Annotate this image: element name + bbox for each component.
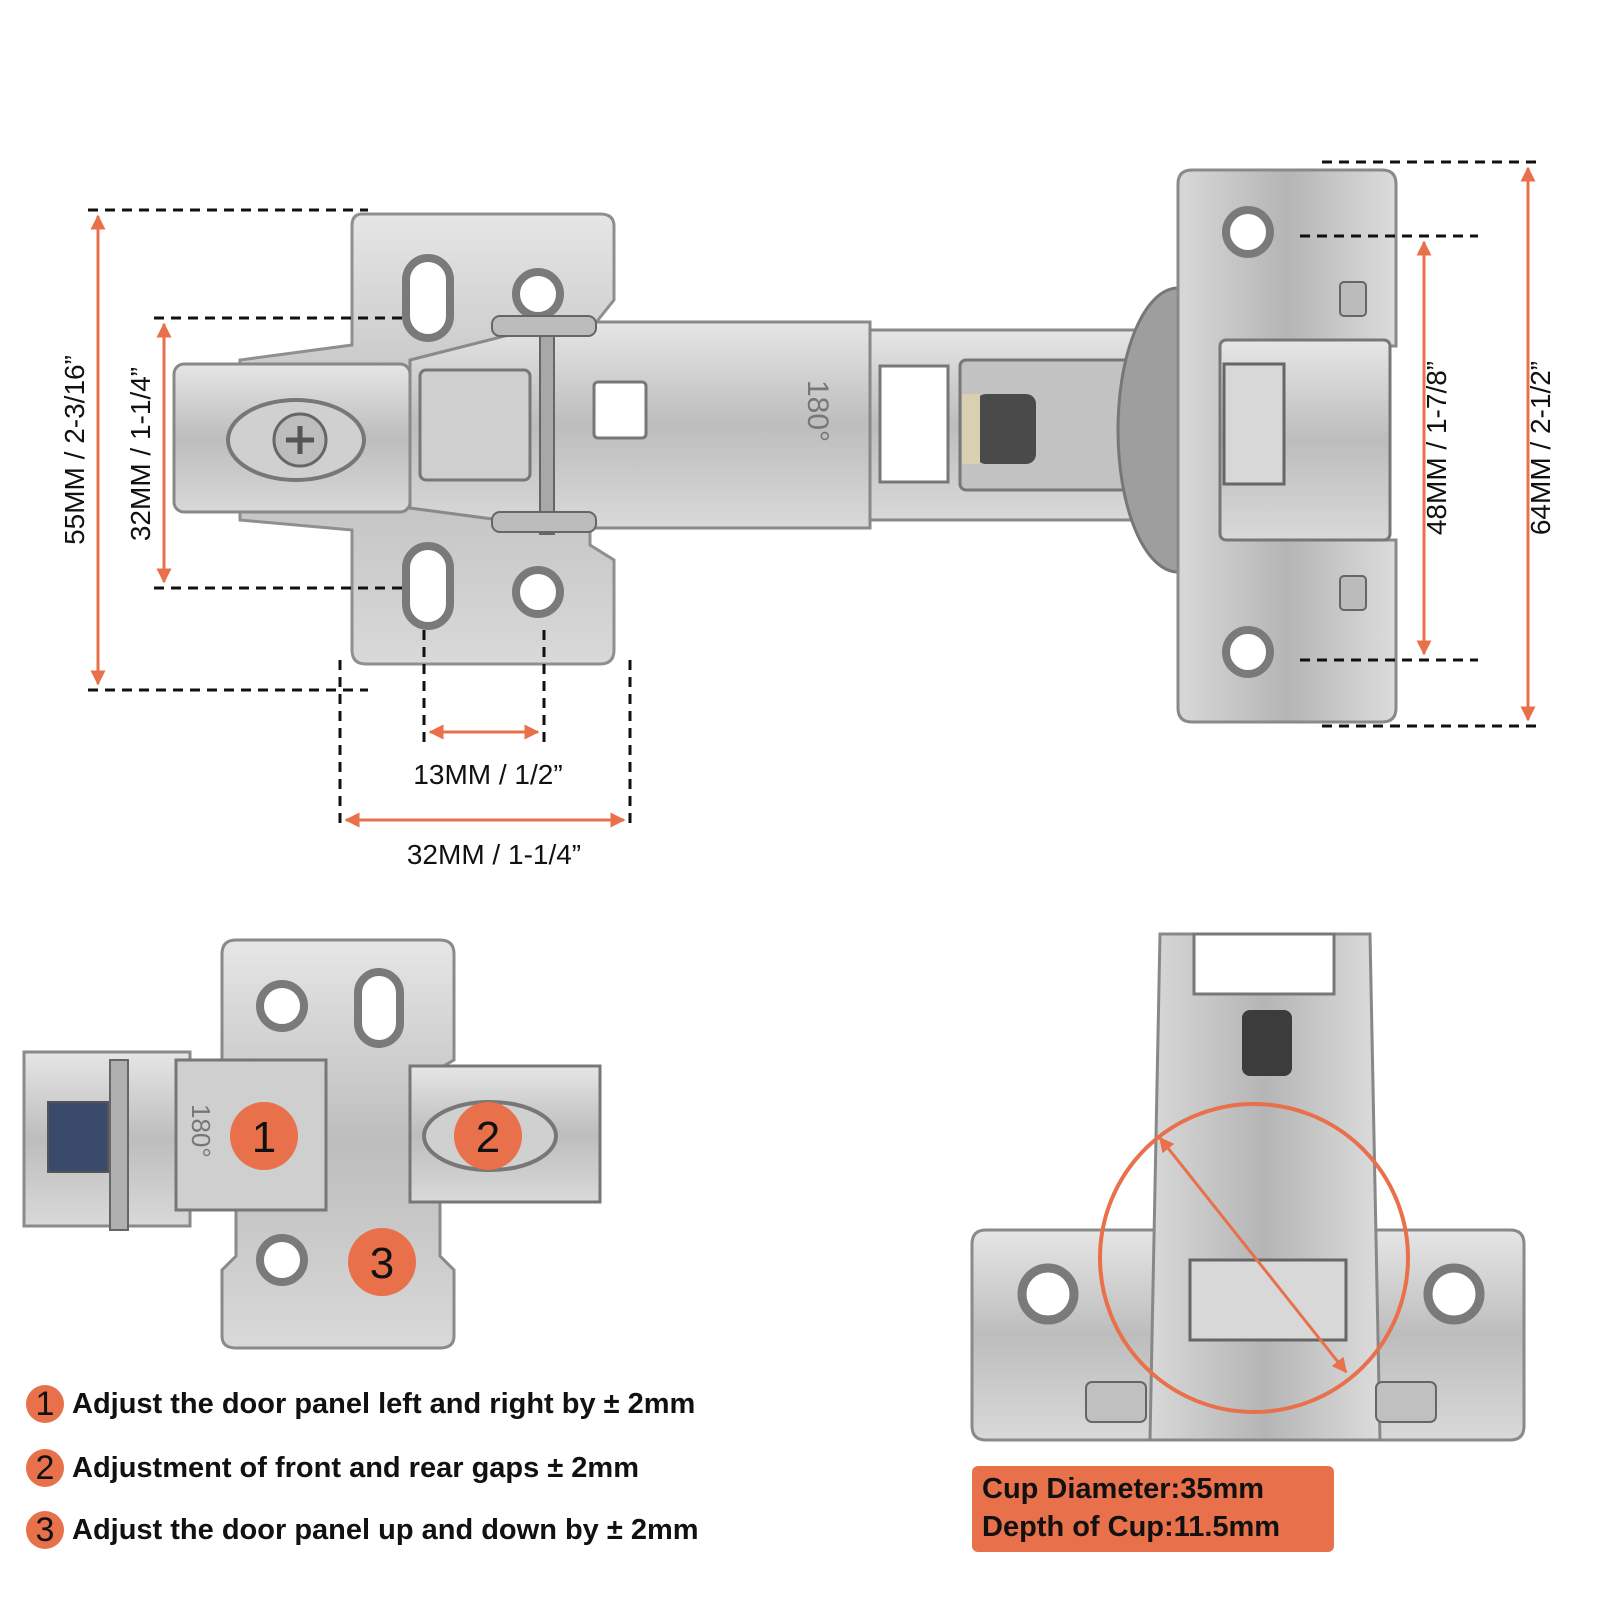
main-hinge: 180° xyxy=(172,168,1398,724)
legend-badge-3: 3 xyxy=(26,1511,64,1549)
plate-hole xyxy=(512,566,564,618)
dim-label-55mm: 55MM / 2-3/16” xyxy=(59,355,90,545)
mechanism-window xyxy=(878,364,950,484)
adjust-badge-2 xyxy=(454,1102,522,1170)
cup-diameter-label: Cup Diameter:35mm xyxy=(982,1473,1265,1505)
plate-slot xyxy=(402,254,454,342)
legend-item-1: 1 Adjust the door panel left and right b… xyxy=(26,1382,695,1426)
dimension-lines xyxy=(88,160,1542,826)
plate-hole xyxy=(1222,626,1274,678)
dimension-arrows xyxy=(90,166,1536,828)
plate-hole xyxy=(1222,206,1274,258)
cup-view xyxy=(970,932,1526,1442)
legend-item-3: 3 Adjust the door panel up and down by ±… xyxy=(26,1508,699,1552)
dim-label-32mm-horizontal: 32MM / 1-1/4” xyxy=(407,839,581,870)
adjust-badge-2-label: 2 xyxy=(476,1113,500,1162)
adjustment-closeup: 180° 1 2 3 xyxy=(22,938,602,1350)
legend-item-2: 2 Adjustment of front and rear gaps ± 2m… xyxy=(26,1446,639,1490)
adjust-badge-1-label: 1 xyxy=(252,1113,276,1162)
cup-depth-label: Depth of Cup:11.5mm xyxy=(982,1511,1281,1543)
spring-icon xyxy=(976,394,1036,464)
legend-text-2: Adjustment of front and rear gaps ± 2mm xyxy=(72,1451,639,1484)
cup-diameter-circle xyxy=(1098,1102,1410,1414)
dim-label-32mm-vertical: 32MM / 1-1/4” xyxy=(125,367,156,541)
plate-slot xyxy=(402,542,454,630)
legend-badge-2: 2 xyxy=(26,1449,64,1487)
dim-label-48mm: 48MM / 1-7/8” xyxy=(1421,361,1452,535)
arm-marking: 180° xyxy=(801,380,834,442)
adjust-badge-3-label: 3 xyxy=(370,1239,394,1288)
cup-view-spring xyxy=(1242,1010,1292,1076)
dim-label-13mm: 13MM / 1/2” xyxy=(413,759,562,790)
adjust-badge-1 xyxy=(230,1102,298,1170)
plate-hole xyxy=(512,268,564,320)
closeup-arm-marking: 180° xyxy=(186,1104,216,1158)
arm-window xyxy=(592,380,648,440)
cup-info-box: Cup Diameter:35mm Depth of Cup:11.5mm xyxy=(972,1466,1334,1552)
cup-diameter-arrow xyxy=(1158,1136,1348,1374)
adjust-badge-3 xyxy=(348,1228,416,1296)
dimension-labels: 55MM / 2-3/16” 32MM / 1-1/4” 13MM / 1/2”… xyxy=(59,355,1556,870)
legend-text-1: Adjust the door panel left and right by … xyxy=(72,1387,696,1420)
legend-text-3: Adjust the door panel up and down by ± 2… xyxy=(72,1513,699,1546)
dim-label-64mm: 64MM / 2-1/2” xyxy=(1525,361,1556,535)
legend-badge-1: 1 xyxy=(26,1385,64,1423)
